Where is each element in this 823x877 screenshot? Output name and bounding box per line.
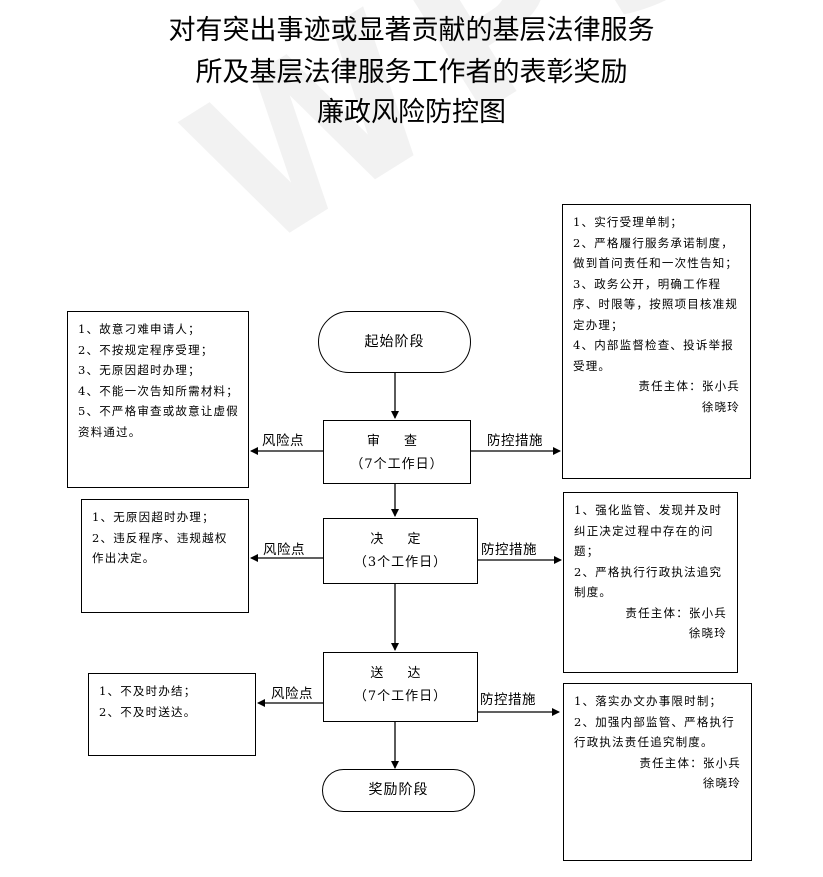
page-title-line-1: 对有突出事迹或显著贡献的基层法律服务 [168,15,655,46]
process-step-review: 审 查 （7个工作日） [323,420,471,484]
risk-item: 4、不能一次告知所需材料； [78,383,239,398]
process-step-decision: 决 定 （3个工作日） [323,518,478,584]
control-item: 1、实行受理单制； [573,215,684,229]
process-step-name: 决 定 [370,532,431,547]
risk-point-label: 风险点 [262,433,304,449]
control-box-decision: 1、强化监管、发现并及时纠正决定过程中存在的问题； 2、严格执行行政执法追究制度… [563,492,738,673]
end-stage-oval: 奖励阶段 [322,769,475,812]
page-title-line-3: 廉政风险防控图 [317,97,506,128]
control-box-review: 1、实行受理单制； 2、严格履行服务承诺制度，做到首问责任和一次性告知； 3、政… [562,204,751,479]
control-measure-label: 防控措施 [480,692,536,708]
risk-item: 1、故意刁难申请人； [78,322,201,336]
responsible-party: 责任主体：张小兵 [639,755,741,770]
risk-item: 2、不及时送达。 [99,704,197,719]
risk-item: 1、不及时办结； [99,684,197,698]
responsible-party-2: 徐晓玲 [688,626,727,640]
risk-item: 2、违反程序、违规越权作出决定。 [92,530,228,566]
control-item: 4、内部监督检查、投诉举报受理。 [573,338,734,373]
process-step-duration: （7个工作日） [350,457,444,472]
risk-box-delivery: 1、不及时办结； 2、不及时送达。 [88,673,256,756]
page-title-line-2: 所及基层法律服务工作者的表彰奖励 [195,57,628,88]
risk-item: 1、无原因超时办理； [92,510,215,524]
control-measure-label: 防控措施 [481,542,537,558]
responsible-party-2: 徐晓玲 [701,399,740,414]
risk-item: 2、不按规定程序受理； [78,342,214,357]
responsible-party: 责任主体：张小兵 [625,605,727,620]
control-measure-label: 防控措施 [487,433,543,449]
control-item: 3、政务公开，明确工作程序、时限等，按照项目核准规定办理； [573,276,739,332]
control-item: 2、严格执行行政执法追究制度。 [574,564,723,600]
responsible-party: 责任主体：张小兵 [638,379,740,393]
risk-point-label: 风险点 [271,686,313,702]
control-item: 2、加强内部监管、严格执行行政执法责任追究制度。 [574,714,735,750]
process-step-duration: （7个工作日） [353,689,448,704]
process-step-name: 送 达 [370,666,431,681]
process-step-name: 审 查 [366,434,428,449]
responsible-party-2: 徐晓玲 [702,776,741,790]
start-stage-oval: 起始阶段 [318,311,471,373]
control-item: 1、落实办文办事限时制； [574,694,723,708]
control-box-delivery: 1、落实办文办事限时制； 2、加强内部监管、严格执行行政执法责任追究制度。 责任… [563,683,752,861]
process-step-duration: （3个工作日） [353,555,448,570]
risk-box-decision: 1、无原因超时办理； 2、违反程序、违规越权作出决定。 [81,499,249,613]
process-step-delivery: 送 达 （7个工作日） [323,652,478,722]
risk-item: 5、不严格审查或故意让虚假资料通过。 [78,404,239,439]
risk-point-label: 风险点 [263,542,305,558]
risk-item: 3、无原因超时办理； [78,363,201,377]
control-item: 1、强化监管、发现并及时纠正决定过程中存在的问题； [574,503,723,558]
control-item: 2、严格履行服务承诺制度，做到首问责任和一次性告知； [573,235,739,271]
risk-box-review: 1、故意刁难申请人； 2、不按规定程序受理； 3、无原因超时办理； 4、不能一次… [67,311,249,488]
